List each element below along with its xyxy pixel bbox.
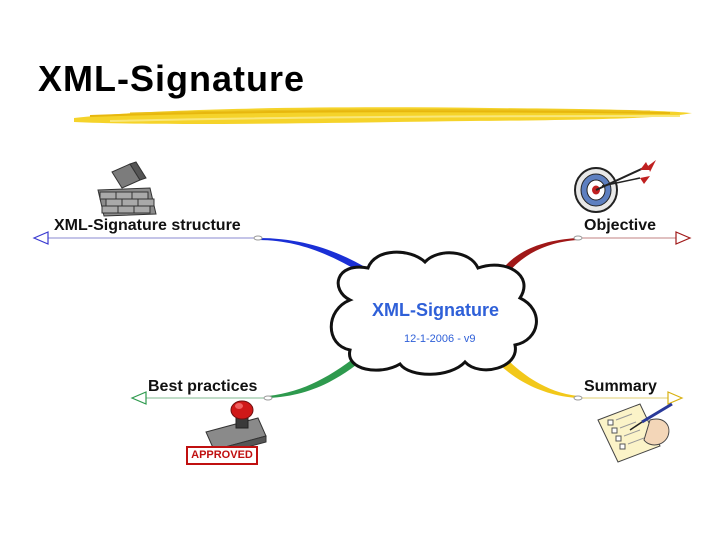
central-topic-title[interactable]: XML-Signature: [372, 300, 500, 320]
brick-wall-icon: [97, 161, 157, 217]
slide-title: XML-Signature: [38, 58, 306, 99]
branch-best-practices-line: [130, 391, 273, 405]
checklist-icon: [597, 402, 673, 463]
connector-objective: [500, 238, 578, 272]
branch-label-objective[interactable]: Objective: [584, 217, 657, 234]
branch-label-structure[interactable]: XML-Signature structure: [54, 217, 241, 234]
branch-objective-line: [573, 231, 692, 245]
central-topic-subtitle: 12-1-2006 - v9: [404, 333, 476, 345]
title-underline: [74, 107, 692, 124]
branch-label-best-practices[interactable]: Best practices: [148, 378, 258, 395]
approved-stamp-label: APPROVED: [186, 446, 258, 465]
branch-summary-line: [573, 391, 684, 405]
branch-label-summary[interactable]: Summary: [584, 378, 657, 395]
branch-structure-line: [32, 231, 263, 245]
central-cloud: [329, 250, 538, 376]
target-icon: [574, 160, 656, 213]
connector-summary: [500, 362, 578, 398]
